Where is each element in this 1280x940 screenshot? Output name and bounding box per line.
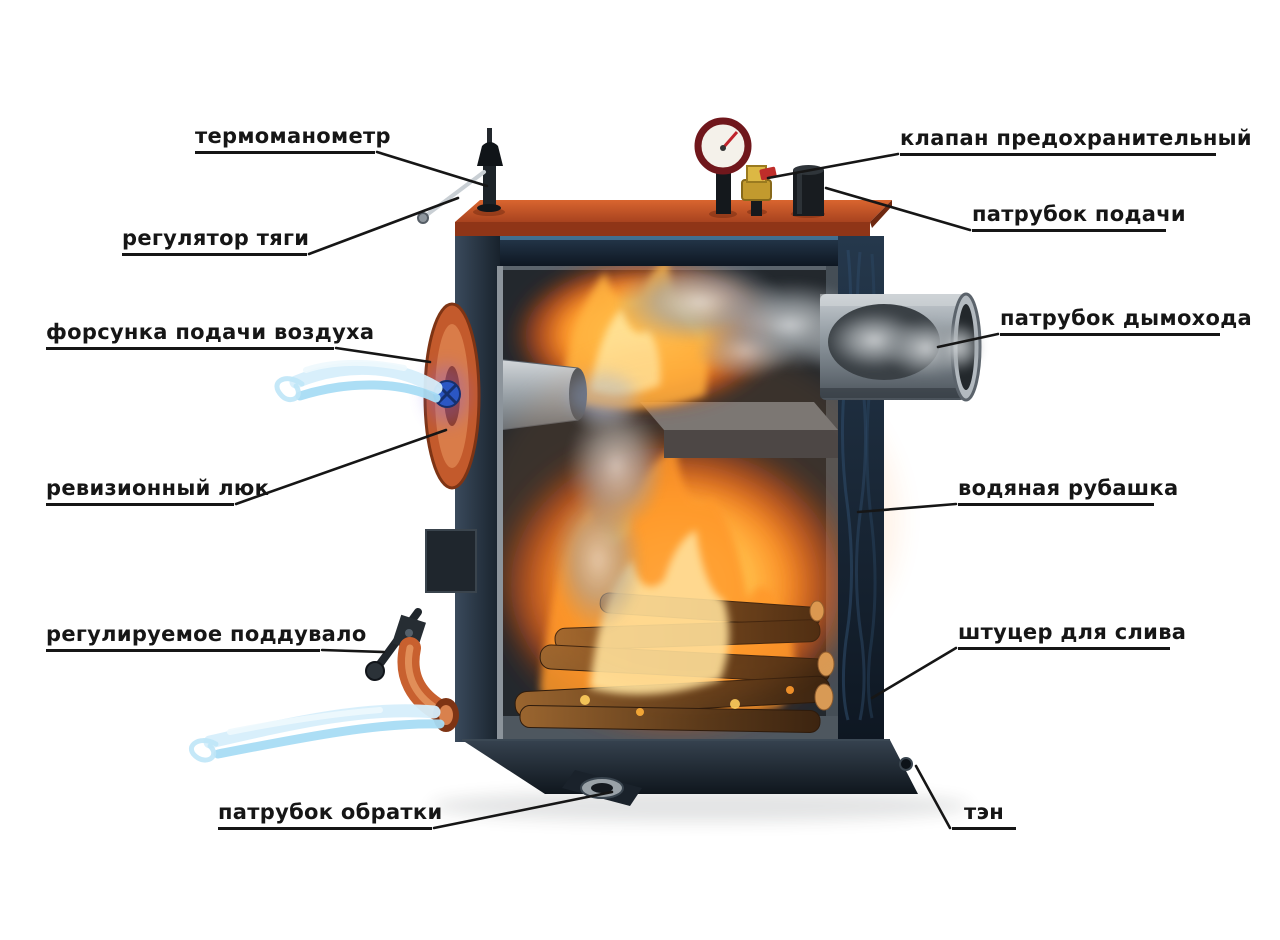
leader-air-supply-nozzle — [334, 346, 432, 364]
leader-safety-valve — [766, 152, 900, 180]
ground-shadow — [430, 790, 970, 822]
air-stream-upper — [274, 359, 443, 403]
label-drain-fitting: штуцер для слива — [958, 620, 1186, 650]
label-supply-pipe: патрубок подачи — [972, 202, 1186, 232]
air-stream-lower — [189, 704, 445, 763]
pressure-gauge — [694, 117, 752, 214]
label-adjustable-ashpit: регулируемое поддувало — [46, 622, 366, 652]
leader-drain-fitting — [870, 646, 958, 700]
heating-element-boss — [899, 757, 913, 771]
label-chimney-pipe: патрубок дымохода — [1000, 306, 1252, 336]
thermomanometer-stem — [477, 128, 503, 212]
label-safety-valve: клапан предохранительный — [900, 126, 1252, 156]
label-draft-regulator: регулятор тяги — [122, 226, 309, 256]
leader-return-pipe — [432, 790, 614, 830]
side-hatch-panel — [425, 529, 477, 593]
label-thermomanometer: термоманометр — [195, 124, 391, 154]
leader-heating-element — [914, 764, 952, 830]
draft-regulator-rod — [417, 170, 486, 224]
label-return-pipe: патрубок обратки — [218, 800, 442, 830]
leader-water-jacket — [856, 502, 958, 514]
chimney-pipe — [820, 292, 984, 402]
top-water-band — [455, 236, 884, 266]
label-air-supply-nozzle: форсунка подачи воздуха — [46, 320, 374, 350]
leader-draft-regulator — [307, 196, 460, 256]
leader-adjustable-ashpit — [320, 648, 386, 654]
leader-supply-pipe — [824, 186, 972, 232]
supply-pipe-stub — [793, 165, 824, 216]
leader-chimney-pipe — [936, 332, 1000, 349]
label-water-jacket: водяная рубашка — [958, 476, 1178, 506]
label-inspection-hatch: ревизионный люк — [46, 476, 269, 506]
combustion-chamber — [467, 257, 938, 748]
label-heating-element: тэн — [952, 800, 1016, 830]
leader-inspection-hatch — [234, 428, 448, 506]
leader-thermomanometer — [375, 150, 489, 188]
